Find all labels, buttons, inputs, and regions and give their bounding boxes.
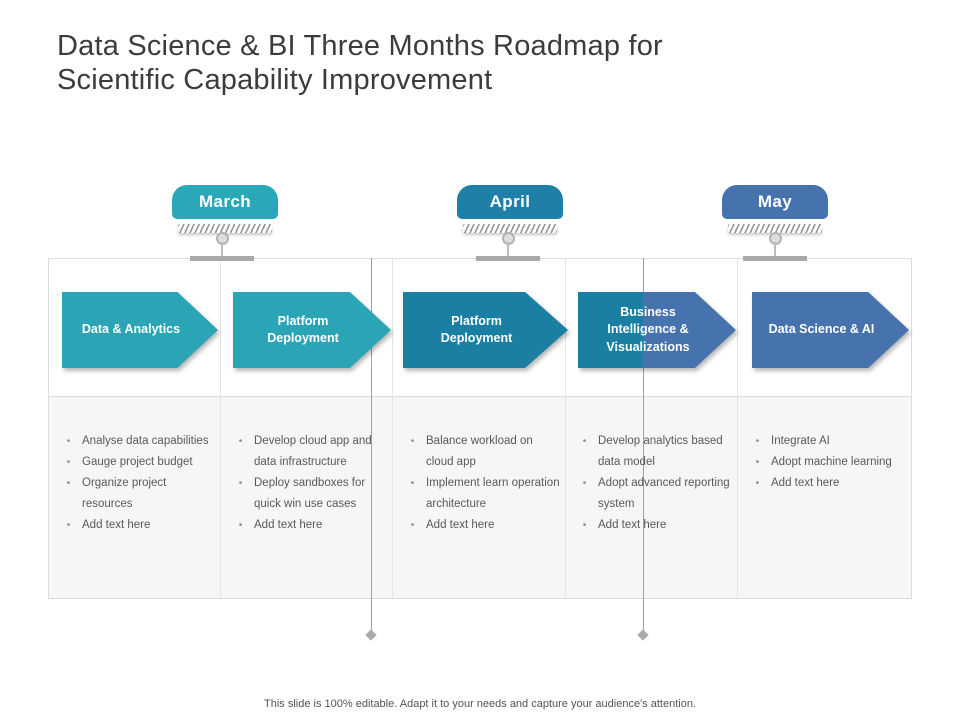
list-item-text: Deploy sandboxes for quick win use cases	[254, 477, 366, 510]
list-item-text: Develop analytics based data model	[598, 435, 723, 468]
list-item: • Adopt advanced reporting system	[580, 473, 732, 515]
bullet-icon: •	[755, 457, 760, 468]
list-item-text: Gauge project budget	[82, 456, 193, 468]
list-item: • Add text here	[408, 515, 560, 536]
bullet-icon: •	[582, 478, 587, 489]
list-item: • Develop cloud app and data infrastructu…	[236, 431, 388, 473]
table-right-border	[911, 258, 912, 599]
drop-diamond	[637, 629, 649, 641]
bullet-icon: •	[582, 520, 587, 531]
list-item: • Develop analytics based data model	[580, 431, 732, 473]
phase-arrow-label: Platform Deployment	[440, 313, 513, 346]
list-item-text: Adopt machine learning	[771, 456, 892, 468]
timeline-tick	[476, 256, 540, 261]
column-divider	[220, 258, 221, 598]
phase-arrow-shape: Platform Deployment	[403, 292, 568, 368]
list-item-text: Develop cloud app and data infrastructur…	[254, 435, 372, 468]
hatch-shadow-decoration	[178, 224, 272, 233]
list-item-text: Add text here	[771, 477, 840, 489]
phase-arrow: Data Science & AI	[752, 292, 909, 368]
phase-arrow: Data & Analytics	[62, 292, 218, 368]
phase-bullet-list: • Develop analytics based data model • Adop…	[580, 431, 732, 536]
bullet-icon: •	[238, 520, 243, 531]
phase-arrow-label: Business Intelligence & Visualizations	[606, 304, 690, 354]
list-item-text: Implement learn operation architecture	[426, 477, 560, 510]
list-item: • Adopt machine learning	[753, 452, 905, 473]
timeline-tick	[743, 256, 807, 261]
bullet-icon: •	[755, 478, 760, 489]
bullet-icon: •	[410, 520, 415, 531]
phase-arrow-label: Data & Analytics	[81, 322, 181, 337]
bullet-icon: •	[238, 436, 243, 447]
phase-arrow-shape: Business Intelligence & Visualizations	[578, 292, 736, 368]
connector-line	[774, 242, 776, 258]
phase-arrow: Platform Deployment	[233, 292, 391, 368]
list-item: • Add text here	[580, 515, 732, 536]
bullet-icon: •	[755, 436, 760, 447]
phase-bullet-list: • Develop cloud app and data infrastructu…	[236, 431, 388, 536]
bullet-icon: •	[410, 436, 415, 447]
column-divider	[565, 258, 566, 598]
bullet-icon: •	[66, 457, 71, 468]
table-header-divider	[48, 396, 911, 397]
connector-line	[221, 242, 223, 258]
page-title: Data Science & BI Three Months Roadmap f…	[57, 30, 663, 97]
footer-note: This slide is 100% editable. Adapt it to…	[264, 698, 696, 710]
phase-arrow: Business Intelligence & Visualizations	[578, 292, 736, 368]
list-item: • Organize project resources	[64, 473, 216, 515]
month-tab: May	[722, 185, 828, 219]
drop-diamond	[365, 629, 377, 641]
phase-arrow: Platform Deployment	[403, 292, 568, 368]
list-item-text: Add text here	[254, 519, 323, 531]
list-item-text: Integrate AI	[771, 435, 830, 447]
month-tab: April	[457, 185, 563, 219]
list-item: • Add text here	[64, 515, 216, 536]
bullet-icon: •	[66, 520, 71, 531]
bullet-icon: •	[66, 436, 71, 447]
table-body-background	[49, 397, 911, 598]
list-item-text: Adopt advanced reporting system	[598, 477, 730, 510]
column-divider	[737, 258, 738, 598]
phase-arrow-shape: Data & Analytics	[62, 292, 218, 368]
phase-bullet-list: • Analyse data capabilities • Gauge project…	[64, 431, 216, 536]
bullet-icon: •	[66, 478, 71, 489]
list-item: • Integrate AI	[753, 431, 905, 452]
month-boundary-line	[643, 258, 644, 631]
list-item: • Add text here	[753, 473, 905, 494]
list-item-text: Add text here	[426, 519, 495, 531]
list-item-text: Add text here	[82, 519, 151, 531]
list-item-text: Organize project resources	[82, 477, 167, 510]
list-item-text: Balance workload on cloud app	[426, 435, 533, 468]
list-item: • Implement learn operation architecture	[408, 473, 560, 515]
phase-arrow-label: Data Science & AI	[768, 322, 875, 337]
table-bottom-border	[48, 598, 911, 599]
phase-bullet-list: • Balance workload on cloud app • Implement…	[408, 431, 560, 536]
hatch-shadow-decoration	[728, 224, 822, 233]
list-item: • Add text here	[236, 515, 388, 536]
hatch-shadow-decoration	[463, 224, 557, 233]
list-item: • Gauge project budget	[64, 452, 216, 473]
phase-arrow-shape: Data Science & AI	[752, 292, 909, 368]
phase-arrow-shape: Platform Deployment	[233, 292, 391, 368]
list-item: • Deploy sandboxes for quick win use case…	[236, 473, 388, 515]
connector-line	[507, 242, 509, 258]
bullet-icon: •	[410, 478, 415, 489]
list-item-text: Analyse data capabilities	[82, 435, 209, 447]
bullet-icon: •	[238, 478, 243, 489]
column-divider	[392, 258, 393, 598]
list-item: • Balance workload on cloud app	[408, 431, 560, 473]
month-boundary-line	[371, 258, 372, 631]
phase-bullet-list: • Integrate AI • Adopt machine learning • Add…	[753, 431, 905, 494]
list-item-text: Add text here	[598, 519, 667, 531]
phase-arrow-label: Platform Deployment	[267, 313, 339, 346]
month-tab: March	[172, 185, 278, 219]
list-item: • Analyse data capabilities	[64, 431, 216, 452]
table-left-border	[48, 258, 49, 599]
timeline-tick	[190, 256, 254, 261]
bullet-icon: •	[582, 436, 587, 447]
